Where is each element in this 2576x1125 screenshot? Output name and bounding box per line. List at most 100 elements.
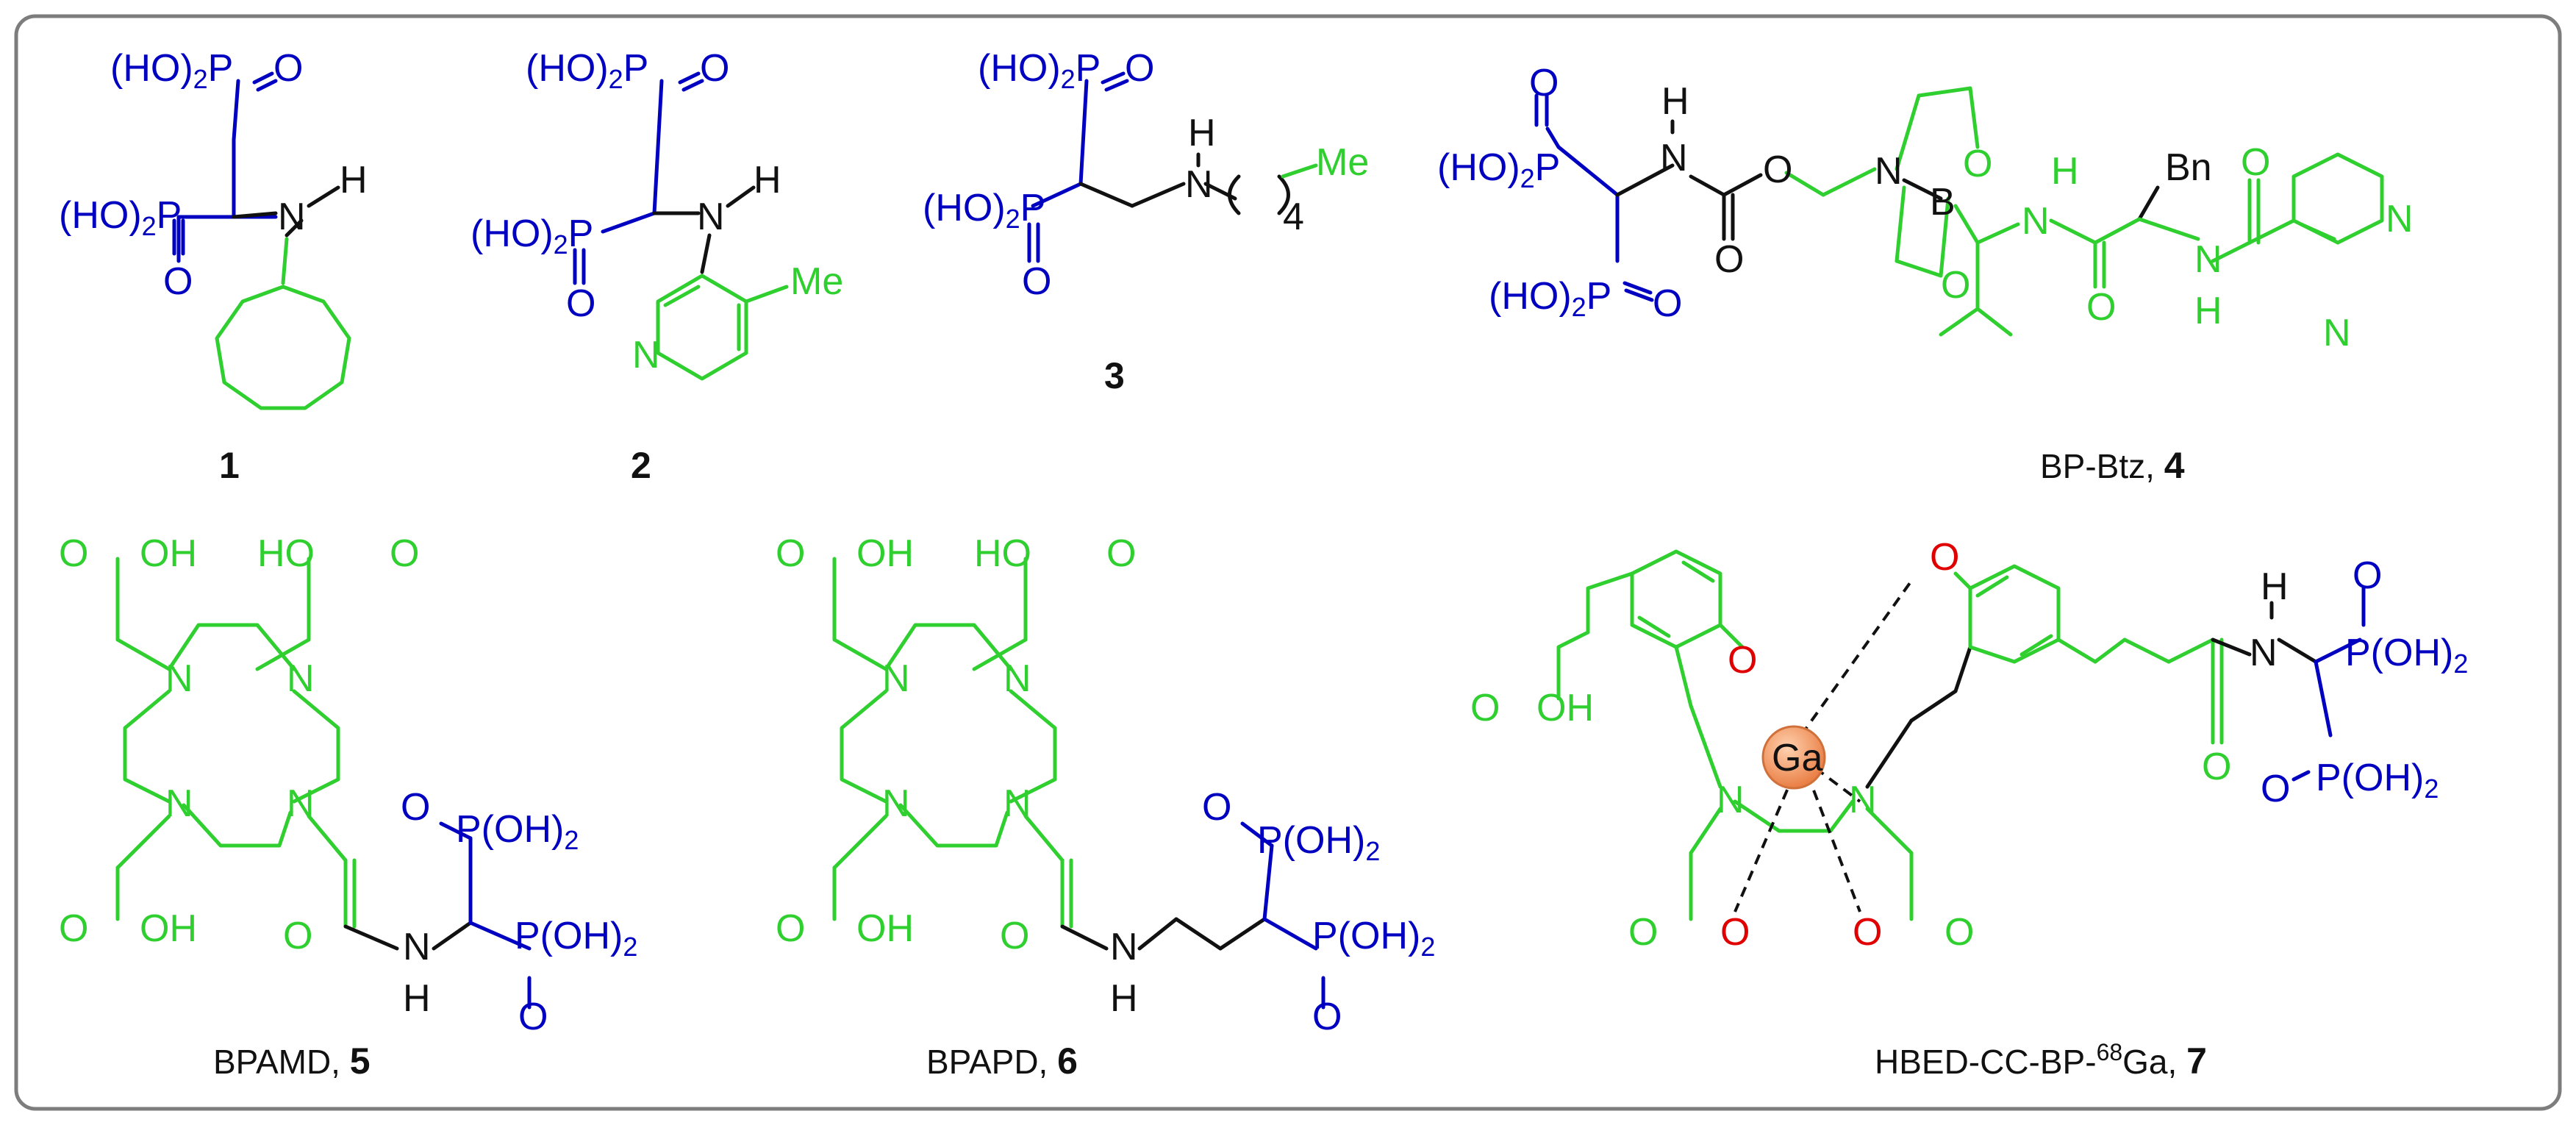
hydrogen-label: H <box>754 159 781 201</box>
nitrogen-label: N <box>287 657 315 700</box>
hydrogen-label: H <box>2194 290 2222 332</box>
compound-1-structure: (HO)2P O (HO)2P O N H <box>59 47 368 410</box>
repeat-subscript: 4 <box>1283 196 1304 238</box>
oxygen-label: O <box>1106 532 1136 575</box>
hydroxyl-label: OH <box>856 532 914 575</box>
nitrogen-label: N <box>1875 150 1903 193</box>
oxygen-label: O <box>1125 47 1154 90</box>
pyridine-nitrogen-label: N <box>632 334 660 376</box>
phosphonate-label: (HO)2P <box>526 47 648 94</box>
oxygen-label: O <box>2261 768 2290 810</box>
phosphonate-label: (HO)2P <box>1437 146 1560 193</box>
methyl-label: Me <box>790 260 843 303</box>
hydrogen-label: H <box>1661 80 1689 123</box>
hydrogen-label: H <box>403 977 431 1020</box>
carboxylate-oxygen-label: O <box>1720 911 1750 954</box>
compound-4-caption: BP-Btz, 4 <box>2040 445 2185 486</box>
hydroxyl-label: OH <box>140 532 197 575</box>
nitrogen-label: N <box>1660 137 1688 179</box>
phosphonic-acid-label: P(OH)2 <box>2345 632 2468 679</box>
pyrazine-nitrogen-label: N <box>2386 198 2414 240</box>
oxygen-label: O <box>1714 238 1744 281</box>
oxygen-label: O <box>1763 149 1792 191</box>
nitrogen-label: N <box>882 782 910 825</box>
oxygen-label: O <box>273 47 303 90</box>
nitrogen-label: N <box>165 782 193 825</box>
oxygen-label: O <box>1470 687 1500 729</box>
compound-2-number: 2 <box>631 445 651 486</box>
hydrogen-label: H <box>1188 112 1216 154</box>
nitrogen-label: N <box>1717 779 1745 821</box>
phosphonate-label: (HO)2P <box>923 187 1045 234</box>
oxygen-label: O <box>2241 141 2270 184</box>
compound-4-structure: (HO)2P O (HO)2P O N H O O N B O O N H O … <box>1437 62 2414 354</box>
nitrogen-label: N <box>1110 926 1138 968</box>
phosphonic-acid-label: P(OH)2 <box>1312 915 1435 962</box>
nitrogen-label: N <box>882 657 910 700</box>
nitrogen-label: N <box>2250 632 2278 674</box>
compound-5-caption: BPAMD, 5 <box>213 1040 371 1082</box>
phosphonate-label: (HO)2P <box>59 194 182 241</box>
nitrogen-label: N <box>2194 238 2222 281</box>
oxygen-label: O <box>2202 746 2231 788</box>
oxygen-label: O <box>283 915 312 957</box>
phosphonate-label: (HO)2P <box>471 213 593 260</box>
hydroxyl-label: OH <box>1536 687 1594 729</box>
compound-7-caption: HBED-CC-BP-68Ga, 7 <box>1875 1039 2207 1082</box>
nitrogen-label: N <box>278 196 306 238</box>
nitrogen-label: N <box>697 196 725 238</box>
carboxylate-oxygen-label: O <box>1853 911 1882 954</box>
oxygen-label: O <box>518 996 548 1038</box>
nitrogen-label: N <box>1003 657 1031 700</box>
nitrogen-label: N <box>403 926 431 968</box>
hydrogen-label: H <box>340 159 368 201</box>
nitrogen-label: N <box>1849 779 1877 821</box>
oxygen-label: O <box>776 907 805 950</box>
nitrogen-label: N <box>287 782 315 825</box>
oxygen-label: O <box>401 786 430 829</box>
phosphonic-acid-label: P(OH)2 <box>515 915 637 962</box>
oxygen-label: O <box>1000 915 1029 957</box>
oxygen-label: O <box>1202 786 1231 829</box>
oxygen-label: O <box>1653 282 1682 325</box>
phosphonate-label: (HO)2P <box>978 47 1101 94</box>
oxygen-label: O <box>1529 62 1559 104</box>
nitrogen-label: N <box>165 657 193 700</box>
boron-label: B <box>1930 181 1956 224</box>
nitrogen-label: N <box>1185 163 1213 206</box>
hydroxyl-label: OH <box>856 907 914 950</box>
gallium-atom-sphere <box>1761 725 1826 790</box>
phosphonic-acid-label: P(OH)2 <box>1257 819 1380 866</box>
oxygen-label: O <box>1963 143 1992 185</box>
oxygen-label: O <box>1941 264 1970 307</box>
hydrogen-label: H <box>2261 565 2289 608</box>
compound-7-structure: O OH O O N N O O O O N H O O P(OH)2 O P(… <box>1470 536 2468 954</box>
compound-3-structure: (HO)2P O (HO)2P O N H 4 Me <box>923 47 1369 303</box>
coordination-bond <box>1800 579 1913 737</box>
nitrogen-label: N <box>1003 782 1031 825</box>
hydrogen-label: H <box>2051 150 2079 193</box>
nitrogen-label: N <box>2022 200 2050 243</box>
phosphonate-label: (HO)2P <box>110 47 233 94</box>
hydrogen-label: H <box>1110 977 1138 1020</box>
hydroxyl-label: OH <box>140 907 197 950</box>
phosphonate-label: (HO)2P <box>1489 275 1611 322</box>
compound-5-structure: O OH HO O N N N N O OH O N H O P(OH)2 P(… <box>59 532 637 1038</box>
oxygen-label: O <box>2353 554 2382 597</box>
phosphonic-acid-label: P(OH)2 <box>456 808 579 855</box>
oxygen-label: O <box>2086 286 2116 329</box>
figure-frame <box>14 14 2562 1111</box>
oxygen-label: O <box>1944 911 1974 954</box>
phenolate-oxygen-label: O <box>1930 536 1959 579</box>
benzyl-label: Bn <box>2165 146 2212 189</box>
oxygen-label: O <box>566 282 595 325</box>
compound-1-number: 1 <box>219 445 240 486</box>
compound-2-structure: (HO)2P O (HO)2P O N H N Me <box>471 47 843 381</box>
oxygen-label: O <box>163 260 193 303</box>
gallium-label: Ga <box>1772 737 1822 779</box>
oxygen-label: O <box>1312 996 1342 1038</box>
compound-6-structure: O OH HO O N N N N O OH O N H O P(OH)2 P(… <box>776 532 1435 1038</box>
coordination-bond <box>1800 756 1861 803</box>
compound-6-caption: BPAPD, 6 <box>926 1040 1078 1082</box>
phenolate-oxygen-label: O <box>1728 639 1757 682</box>
